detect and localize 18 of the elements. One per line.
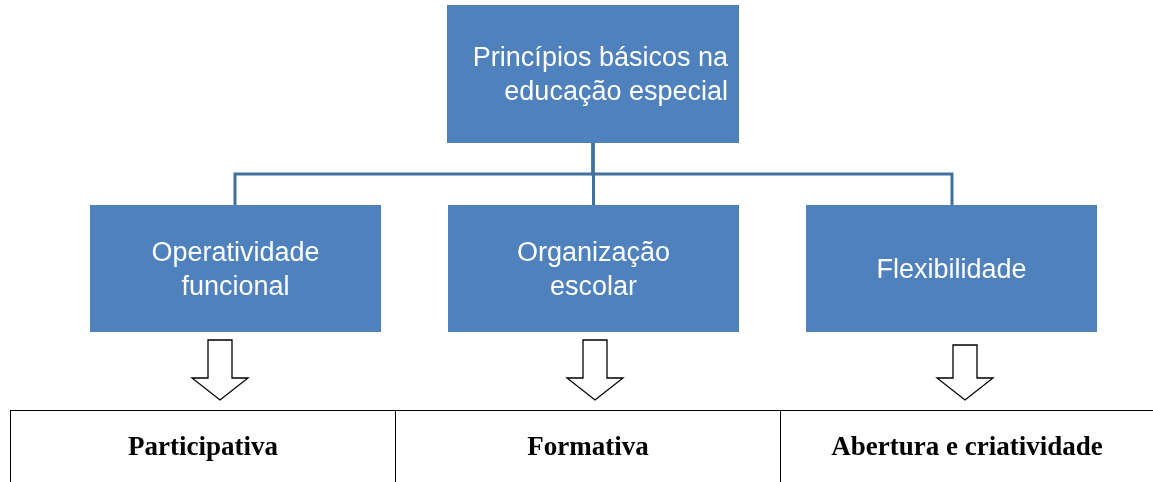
- table-cell: [395, 410, 780, 482]
- cell-text: Formativa: [527, 430, 649, 464]
- process-box: [806, 205, 1097, 332]
- process-box: [90, 205, 381, 332]
- hollow-arrow: [565, 339, 625, 401]
- box-label: Organização escolar: [515, 235, 672, 303]
- process-box: [448, 205, 739, 332]
- box-label: Operatividade funcional: [150, 235, 321, 303]
- box-label: Princípios básicos na educação especial: [471, 41, 728, 108]
- cell-text: Abertura e criatividade: [831, 430, 1103, 464]
- table-cell: [10, 410, 395, 482]
- box-label: Flexibilidade: [875, 252, 1028, 286]
- process-box: [447, 5, 739, 143]
- connector-line: [591, 143, 954, 205]
- hollow-arrow: [190, 339, 250, 401]
- cell-text: Participativa: [128, 430, 278, 464]
- hollow-arrow: [935, 344, 995, 401]
- table-cell: [780, 410, 1153, 482]
